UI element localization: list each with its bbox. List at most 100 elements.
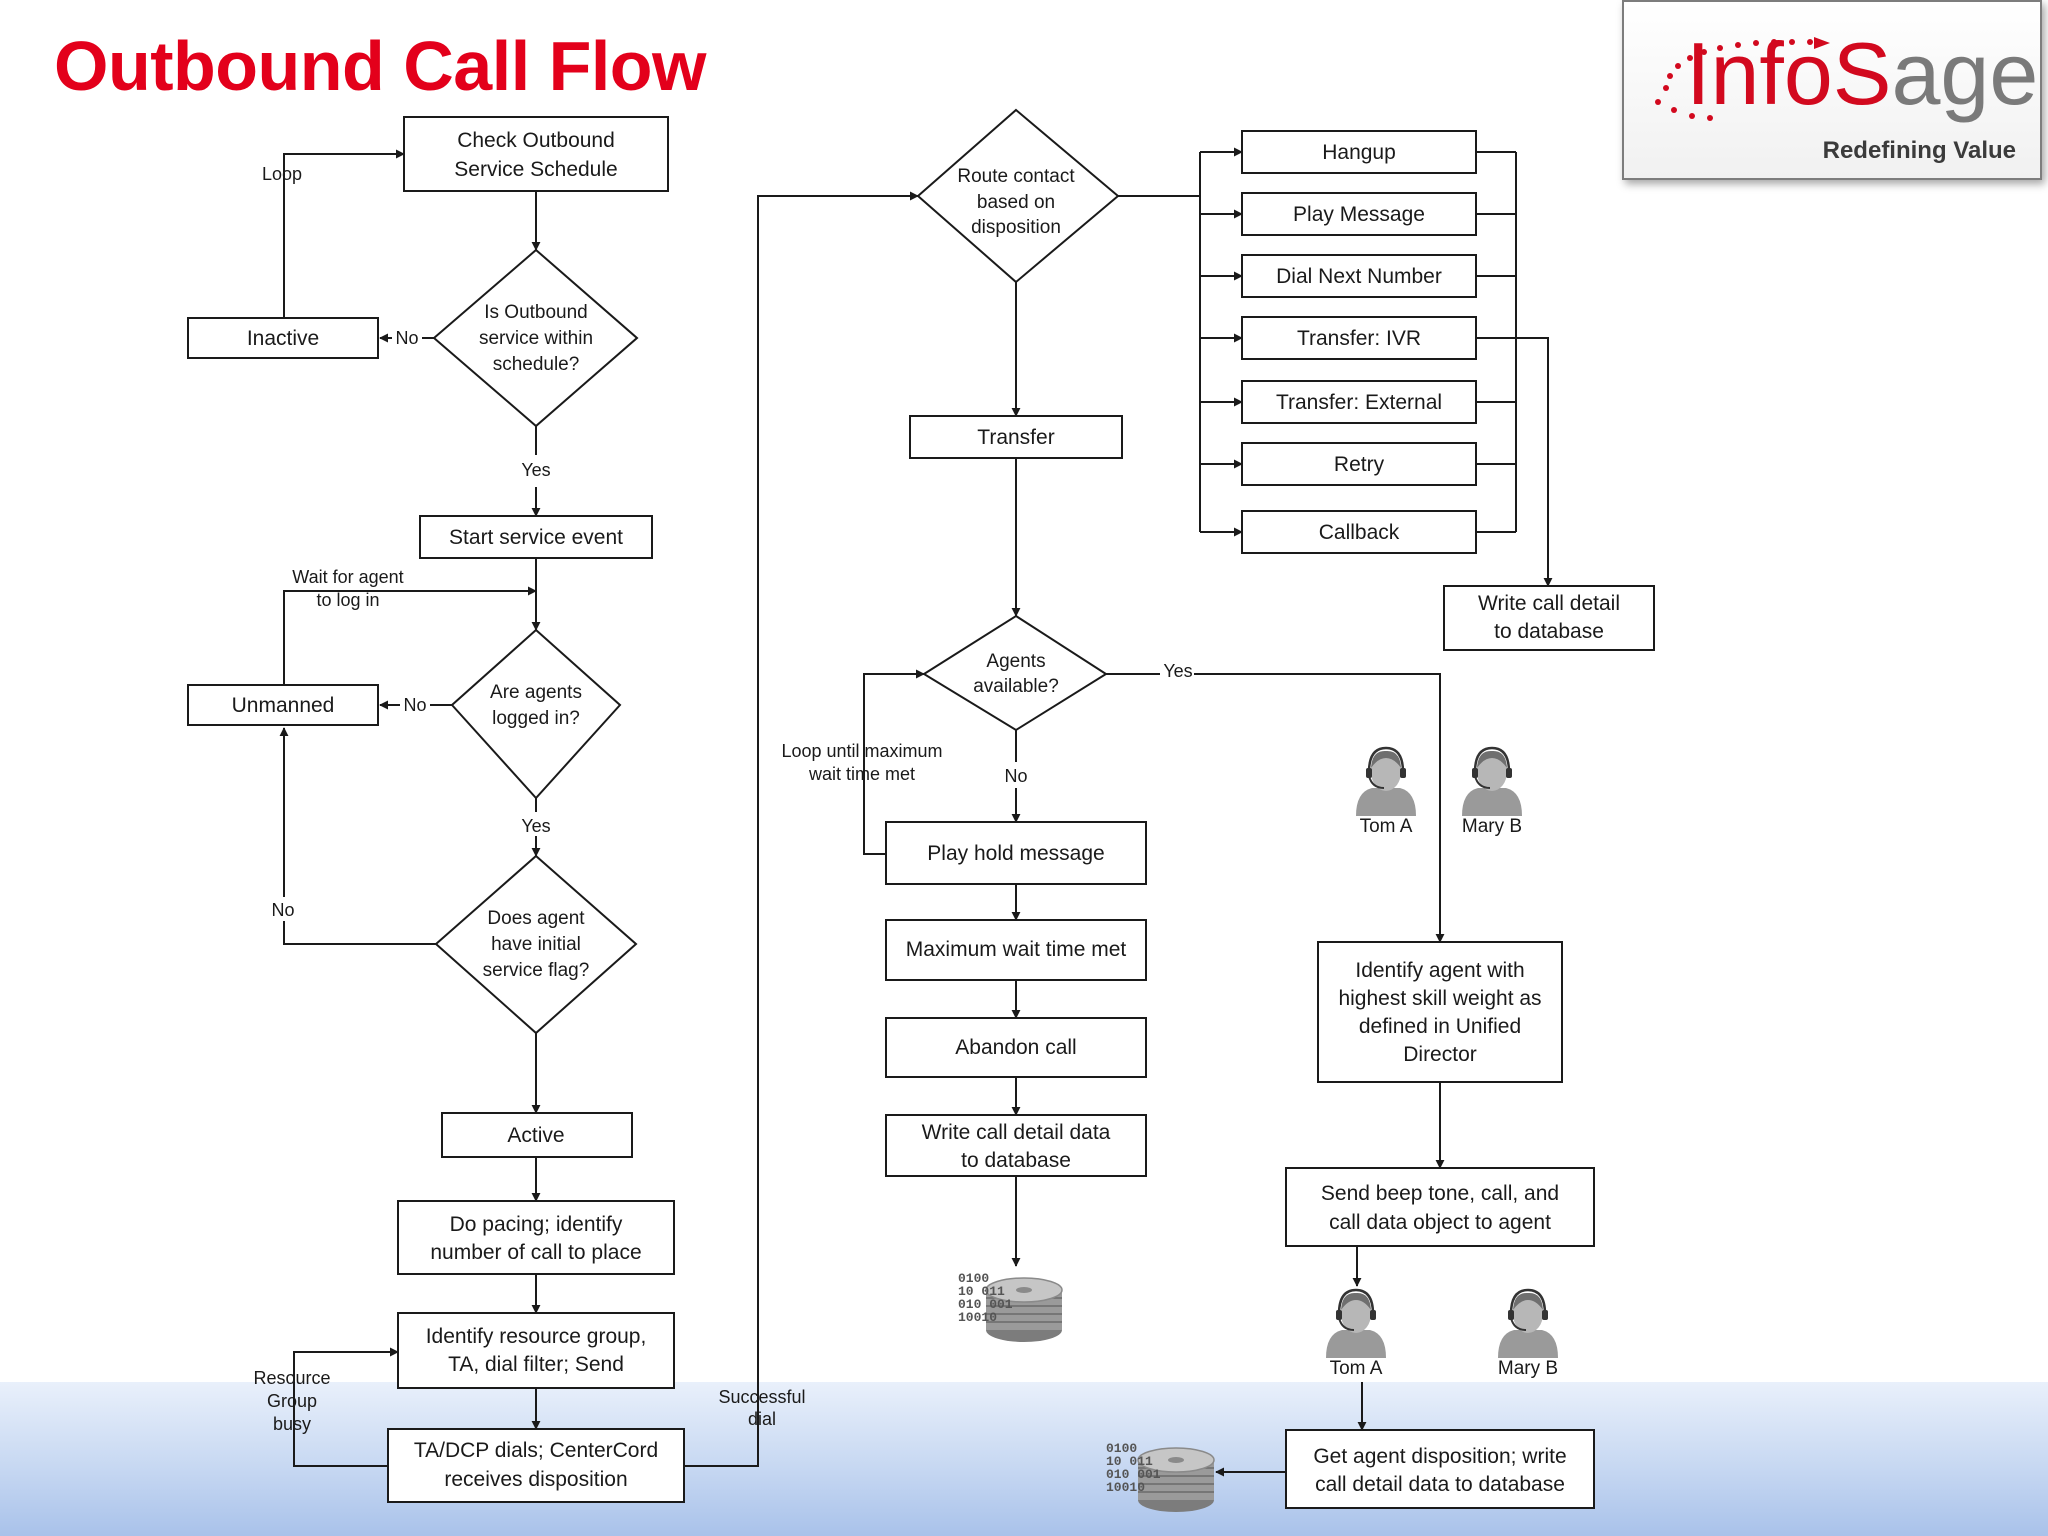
no3-label: No [271,900,294,920]
logo-tagline: Redefining Value [1822,137,2016,164]
send-beep-box [1285,1167,1595,1247]
transfer-ivr-text: Transfer: IVR [1297,327,1421,350]
logo-dots-icon [1655,37,1830,121]
agents-available-decision [922,614,1108,732]
infosage-logo: InfoSage Redefining Value [1622,0,2042,180]
max-wait-box [885,919,1147,981]
connectors [279,147,1553,1477]
write-detail-right-box [1443,585,1655,651]
logo-part-info: Info [1686,24,1833,123]
inactive-text: Inactive [247,327,319,350]
bottom-gradient-band [0,1382,2048,1536]
identify-agent-box [1317,941,1563,1083]
tom-label-bottom: Tom A [1330,1358,1383,1379]
check-schedule-box [403,116,669,192]
callback-text: Callback [1319,521,1400,544]
inactive-box [187,317,379,359]
yes2-label: Yes [521,816,550,836]
start-event-box [419,515,653,559]
no-avail-label-bg [998,762,1034,788]
retry-box [1241,442,1477,486]
agent-icon-mary-bottom [1496,1288,1560,1360]
no2-label-bg [400,693,430,715]
no3-label-bg [268,897,300,921]
max-wait-text: Maximum wait time met [906,938,1127,961]
tom-label-top: Tom A [1360,816,1413,837]
route-contact-decision [916,108,1120,284]
unmanned-box [187,684,379,726]
yes1-label-bg [518,455,554,479]
hangup-text: Hangup [1322,141,1396,164]
slide-title: Outbound Call Flow [54,27,707,105]
within-schedule-decision [432,248,639,428]
no1-label: No [395,328,418,348]
no1-label-bg [392,326,422,348]
no2-label: No [403,695,426,715]
agents-logged-decision [450,628,622,800]
resource-group-text: Identify resource group,TA, dial filter;… [426,1325,647,1376]
resource-group-box [397,1312,675,1389]
yes2-label-bg [518,812,554,836]
logo-wordmark: InfoSage [1686,30,2038,118]
transfer-external-box [1241,380,1477,424]
write-detail-mid-box [885,1114,1147,1177]
loop-label: Loop [262,164,302,184]
get-disposition-box [1285,1429,1595,1509]
pacing-box [397,1200,675,1275]
unmanned-text: Unmanned [232,694,335,717]
dial-next-box [1241,254,1477,298]
yes-avail-label: Yes [1163,661,1192,681]
mary-label-top: Mary B [1462,816,1522,837]
transfer-external-text: Transfer: External [1276,391,1442,414]
dial-next-text: Dial Next Number [1276,265,1442,288]
play-message-text: Play Message [1293,203,1425,226]
active-text: Active [507,1124,564,1147]
dials-box [387,1428,685,1503]
active-box [441,1112,633,1158]
start-event-text: Start service event [449,526,623,549]
logo-part-s: S [1832,24,1892,123]
transfer-ivr-box [1241,316,1477,360]
no-avail-label: No [1004,766,1027,786]
play-message-box [1241,192,1477,236]
transfer-box [909,415,1123,459]
callback-box [1241,510,1477,554]
retry-text: Retry [1334,453,1385,476]
abandon-box [885,1017,1147,1078]
yes1-label: Yes [521,460,550,480]
mary-label-bottom: Mary B [1498,1358,1558,1379]
logo-part-age: age [1891,24,2039,123]
abandon-text: Abandon call [955,1036,1076,1059]
agent-icon-mary-top [1460,746,1524,818]
agent-icon-tom-bottom [1324,1288,1388,1360]
hangup-box [1241,130,1477,174]
initial-flag-decision [434,854,638,1035]
play-hold-text: Play hold message [927,842,1104,865]
transfer-text: Transfer [977,426,1054,449]
agent-icon-tom-top [1354,746,1418,818]
play-hold-box [885,821,1147,885]
yes-avail-label-bg [1160,659,1194,681]
